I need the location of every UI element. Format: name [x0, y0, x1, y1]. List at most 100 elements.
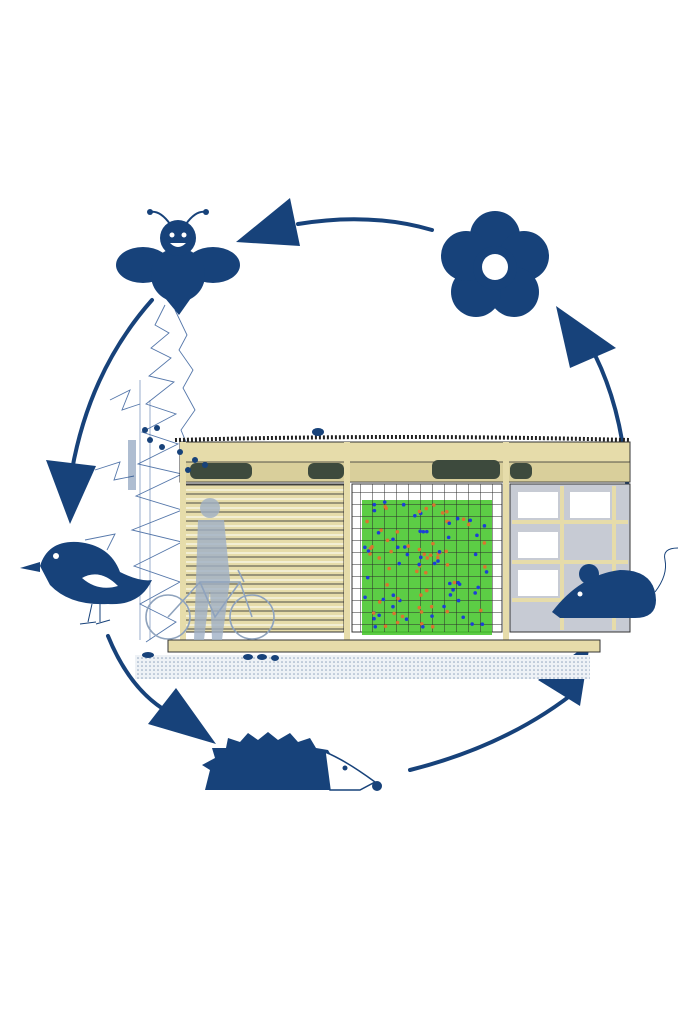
trellis-flower	[391, 593, 396, 598]
trellis-flower	[379, 528, 383, 533]
trellis-flower	[418, 555, 423, 560]
arrowhead-down-icon	[46, 460, 96, 524]
trellis-flower	[400, 614, 405, 619]
trellis-flower	[468, 518, 473, 523]
arc-bird-to-hedgehog	[106, 634, 170, 714]
trellis-flower	[447, 581, 452, 586]
trellis-flower	[436, 555, 440, 560]
trellis-flower	[392, 611, 396, 616]
trellis-flower	[466, 522, 471, 527]
trellis-flower	[389, 549, 393, 554]
trellis-flower	[363, 595, 367, 600]
trellis-flower	[377, 556, 382, 560]
arc-bee-to-bird	[70, 298, 154, 472]
trellis-flower	[421, 529, 426, 534]
trellis-flower	[419, 610, 424, 614]
person-silhouette	[194, 498, 230, 640]
trellis-flower	[447, 521, 452, 526]
trellis-flower	[480, 622, 485, 627]
trellis-flower	[432, 561, 437, 566]
trellis-flower	[395, 620, 400, 625]
trellis-flower	[385, 583, 389, 587]
bird-icon	[20, 541, 152, 625]
trellis-flower	[476, 585, 481, 590]
trellis-flower	[436, 559, 440, 563]
trellis-flower	[424, 588, 429, 593]
trellis-flower	[417, 605, 422, 610]
trellis-flower	[405, 552, 410, 557]
climbing-plant-flowers	[363, 500, 489, 629]
trellis-flower	[444, 549, 448, 554]
trellis-flower	[421, 625, 425, 629]
ground	[135, 655, 590, 679]
arrowhead-left-icon	[236, 198, 300, 246]
trellis-flower	[417, 509, 422, 514]
trellis-flower	[372, 502, 377, 507]
trellis-flower	[391, 604, 395, 609]
trellis-flower	[478, 608, 483, 613]
trellis-flower	[437, 550, 442, 554]
arrowhead-up-icon	[556, 306, 616, 368]
trellis-flower	[451, 588, 455, 592]
trellis-flower	[425, 556, 430, 560]
trellis-flower	[482, 524, 487, 528]
trellis-flower	[442, 604, 446, 609]
trellis-flower	[445, 509, 449, 514]
trellis-flower	[446, 535, 451, 540]
trellis-flower	[475, 533, 479, 538]
trellis-flower	[424, 506, 429, 511]
trellis-flower	[455, 516, 460, 521]
trellis-flower	[385, 538, 390, 543]
trellis-flower	[372, 508, 377, 513]
trellis-flower	[406, 544, 411, 548]
trellis-flower	[383, 624, 388, 628]
arrowheads	[46, 198, 616, 744]
arc-flower-to-bee	[296, 217, 434, 232]
trellis-flower	[456, 598, 461, 603]
trellis-flower	[381, 597, 386, 602]
trellis-flower	[402, 545, 407, 549]
trellis-flower	[423, 570, 428, 575]
trellis-flower	[383, 504, 388, 509]
trellis-flower	[432, 503, 436, 507]
small-birds	[142, 428, 324, 661]
trellis-flower	[473, 591, 477, 595]
trellis-flower	[401, 502, 406, 507]
trellis-flower	[366, 549, 371, 553]
trellis-flower	[430, 614, 434, 618]
trellis-flower	[368, 546, 373, 551]
trellis-flower	[396, 596, 400, 601]
trellis-flower	[397, 561, 402, 566]
trellis-flower	[461, 615, 466, 620]
trellis-flower	[365, 575, 370, 580]
trellis-flower	[413, 513, 417, 518]
green-facade-building	[135, 425, 631, 679]
trellis-flower	[445, 609, 450, 614]
trellis-flower	[482, 541, 487, 545]
trellis-flower	[372, 616, 376, 621]
trellis-flower	[391, 537, 395, 542]
trellis-flower	[377, 613, 381, 618]
bee-icon	[116, 209, 240, 315]
trellis-flower	[484, 570, 489, 574]
trellis-flower	[371, 611, 376, 615]
trellis-flower	[440, 511, 445, 515]
trellis-flower	[387, 566, 392, 571]
trellis-flower	[483, 565, 487, 569]
trellis-flower	[445, 563, 450, 567]
hedgehog-icon	[202, 732, 382, 791]
trellis-flower	[419, 593, 423, 597]
trellis-flower	[430, 624, 435, 629]
trellis-flower	[429, 604, 434, 609]
trellis-flower	[395, 545, 400, 550]
trellis-flower	[368, 552, 372, 556]
trellis-flower	[365, 519, 369, 524]
trellis-flower	[395, 530, 400, 534]
trellis-flower	[377, 600, 382, 604]
trellis-flower	[470, 622, 474, 626]
trellis-flower	[473, 552, 478, 557]
trellis-flower	[417, 562, 422, 567]
flower-icon	[441, 211, 549, 317]
trellis-flower	[376, 530, 381, 535]
